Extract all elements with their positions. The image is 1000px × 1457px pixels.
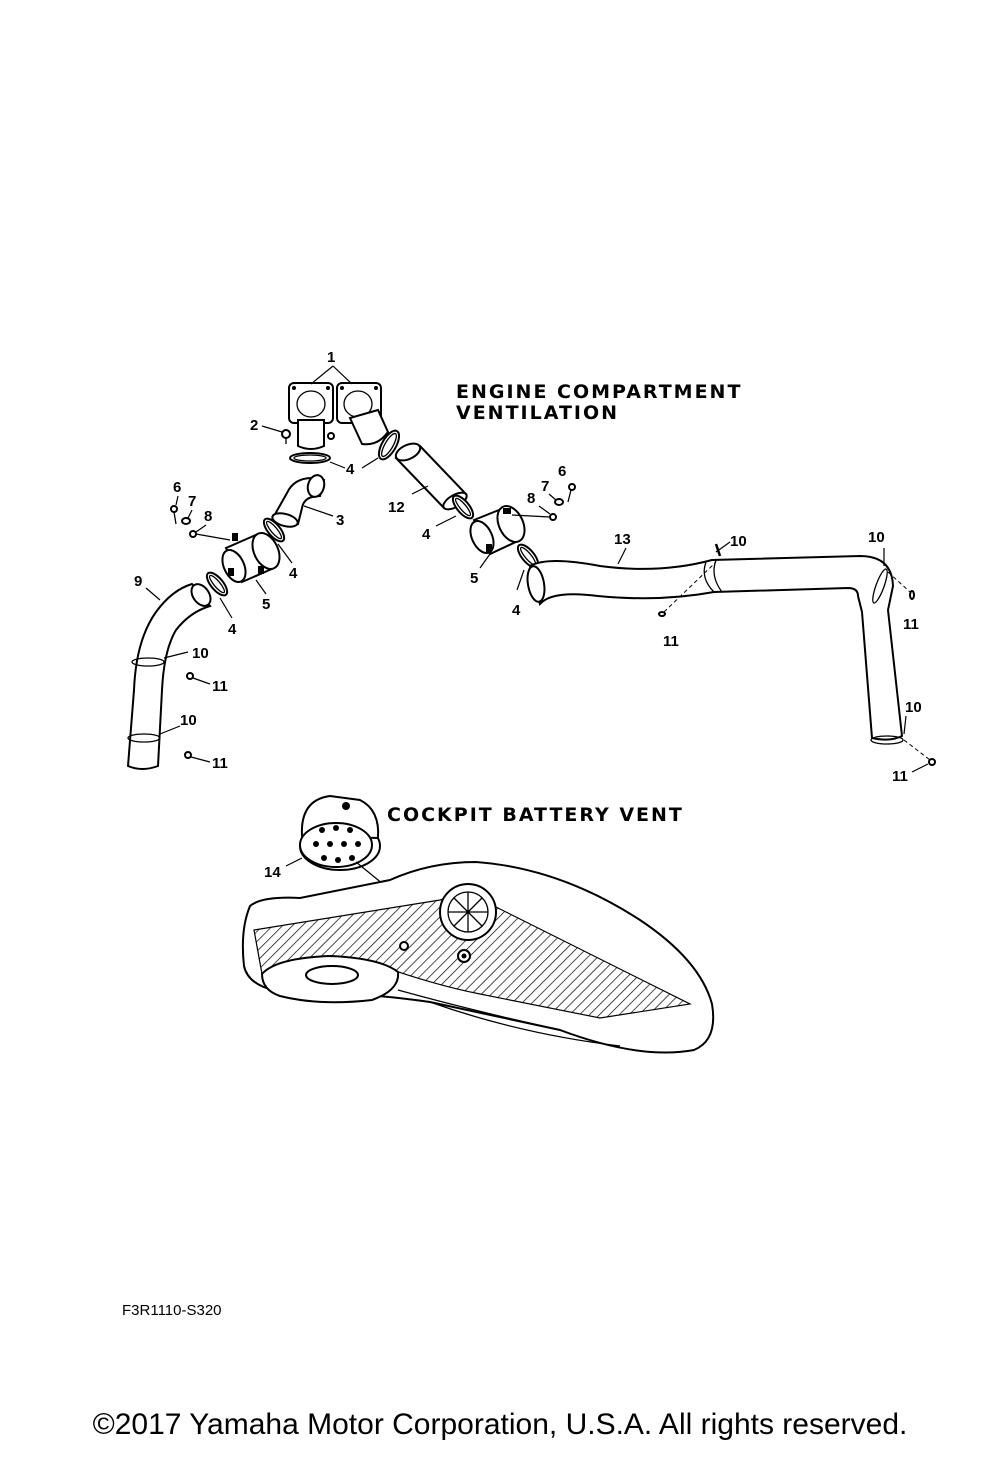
nut-8-left [189, 530, 197, 538]
callout-4d: 4 [228, 621, 237, 638]
elbow-hose-3 [271, 474, 326, 528]
copyright-notice: ©2017 Yamaha Motor Corporation, U.S.A. A… [92, 1408, 908, 1441]
callout-10d: 10 [868, 529, 885, 546]
screw-11e [928, 758, 936, 766]
duct-hose-9 [126, 582, 212, 770]
callout-11e: 11 [892, 768, 908, 785]
callout-1: 1 [327, 349, 335, 366]
callout-5b: 5 [470, 570, 478, 587]
callout-14: 14 [264, 864, 281, 881]
vent-cover-left [288, 382, 334, 450]
callout-8b: 8 [527, 490, 535, 507]
callout-11d: 11 [903, 616, 919, 633]
washer-7-left [181, 517, 191, 525]
callout-4a: 4 [346, 461, 355, 478]
hose-clamp-4a [289, 452, 331, 464]
hose-clamp-4d [205, 571, 229, 597]
bolt-6-left [170, 505, 178, 525]
engine-title-line1: ENGINE COMPARTMENT [456, 381, 742, 403]
callout-10a: 10 [192, 645, 209, 662]
screw-11c [658, 611, 666, 617]
washer-7-right [554, 498, 564, 506]
battery-vent-cap-14 [299, 794, 381, 871]
hose-clamp-4e [451, 494, 475, 520]
hose-clamp-4b [377, 429, 401, 461]
bolt-6-right [567, 483, 576, 503]
callout-10e: 10 [905, 699, 922, 716]
callout-6b: 6 [558, 463, 566, 480]
screw-11d [909, 590, 915, 600]
callout-7b: 7 [541, 478, 549, 495]
cockpit-deck [241, 860, 715, 1054]
callout-11c: 11 [663, 633, 679, 650]
blower-adapter-5-left [221, 532, 281, 584]
callout-4e: 4 [422, 526, 431, 543]
cockpit-title: COCKPIT BATTERY VENT [387, 804, 684, 826]
callout-13: 13 [614, 531, 631, 548]
callout-10b: 10 [180, 712, 197, 729]
callout-8a: 8 [204, 508, 212, 525]
callout-2: 2 [250, 417, 258, 434]
nut-8-right [549, 513, 557, 521]
hose-clamp-4c [262, 517, 286, 543]
figure-code: F3R1110-S320 [122, 1302, 222, 1319]
callout-6a: 6 [173, 479, 181, 496]
callout-11a: 11 [212, 678, 228, 695]
screw-11a [186, 672, 194, 680]
engine-title-line2: VENTILATION [456, 402, 619, 424]
callout-10c: 10 [730, 533, 747, 550]
blower-adapter-5-right [469, 505, 526, 556]
callout-4f: 4 [512, 602, 521, 619]
callout-9: 9 [134, 573, 142, 590]
callout-5a: 5 [262, 596, 270, 613]
callout-3: 3 [336, 512, 344, 529]
callout-11b: 11 [212, 755, 228, 772]
vent-cover-right [336, 382, 390, 446]
screw-11b [184, 751, 192, 759]
screw-2 [281, 429, 335, 444]
callout-4c: 4 [289, 565, 298, 582]
callout-12: 12 [388, 499, 405, 516]
duct-hose-13 [526, 554, 904, 745]
callout-7a: 7 [188, 493, 196, 510]
